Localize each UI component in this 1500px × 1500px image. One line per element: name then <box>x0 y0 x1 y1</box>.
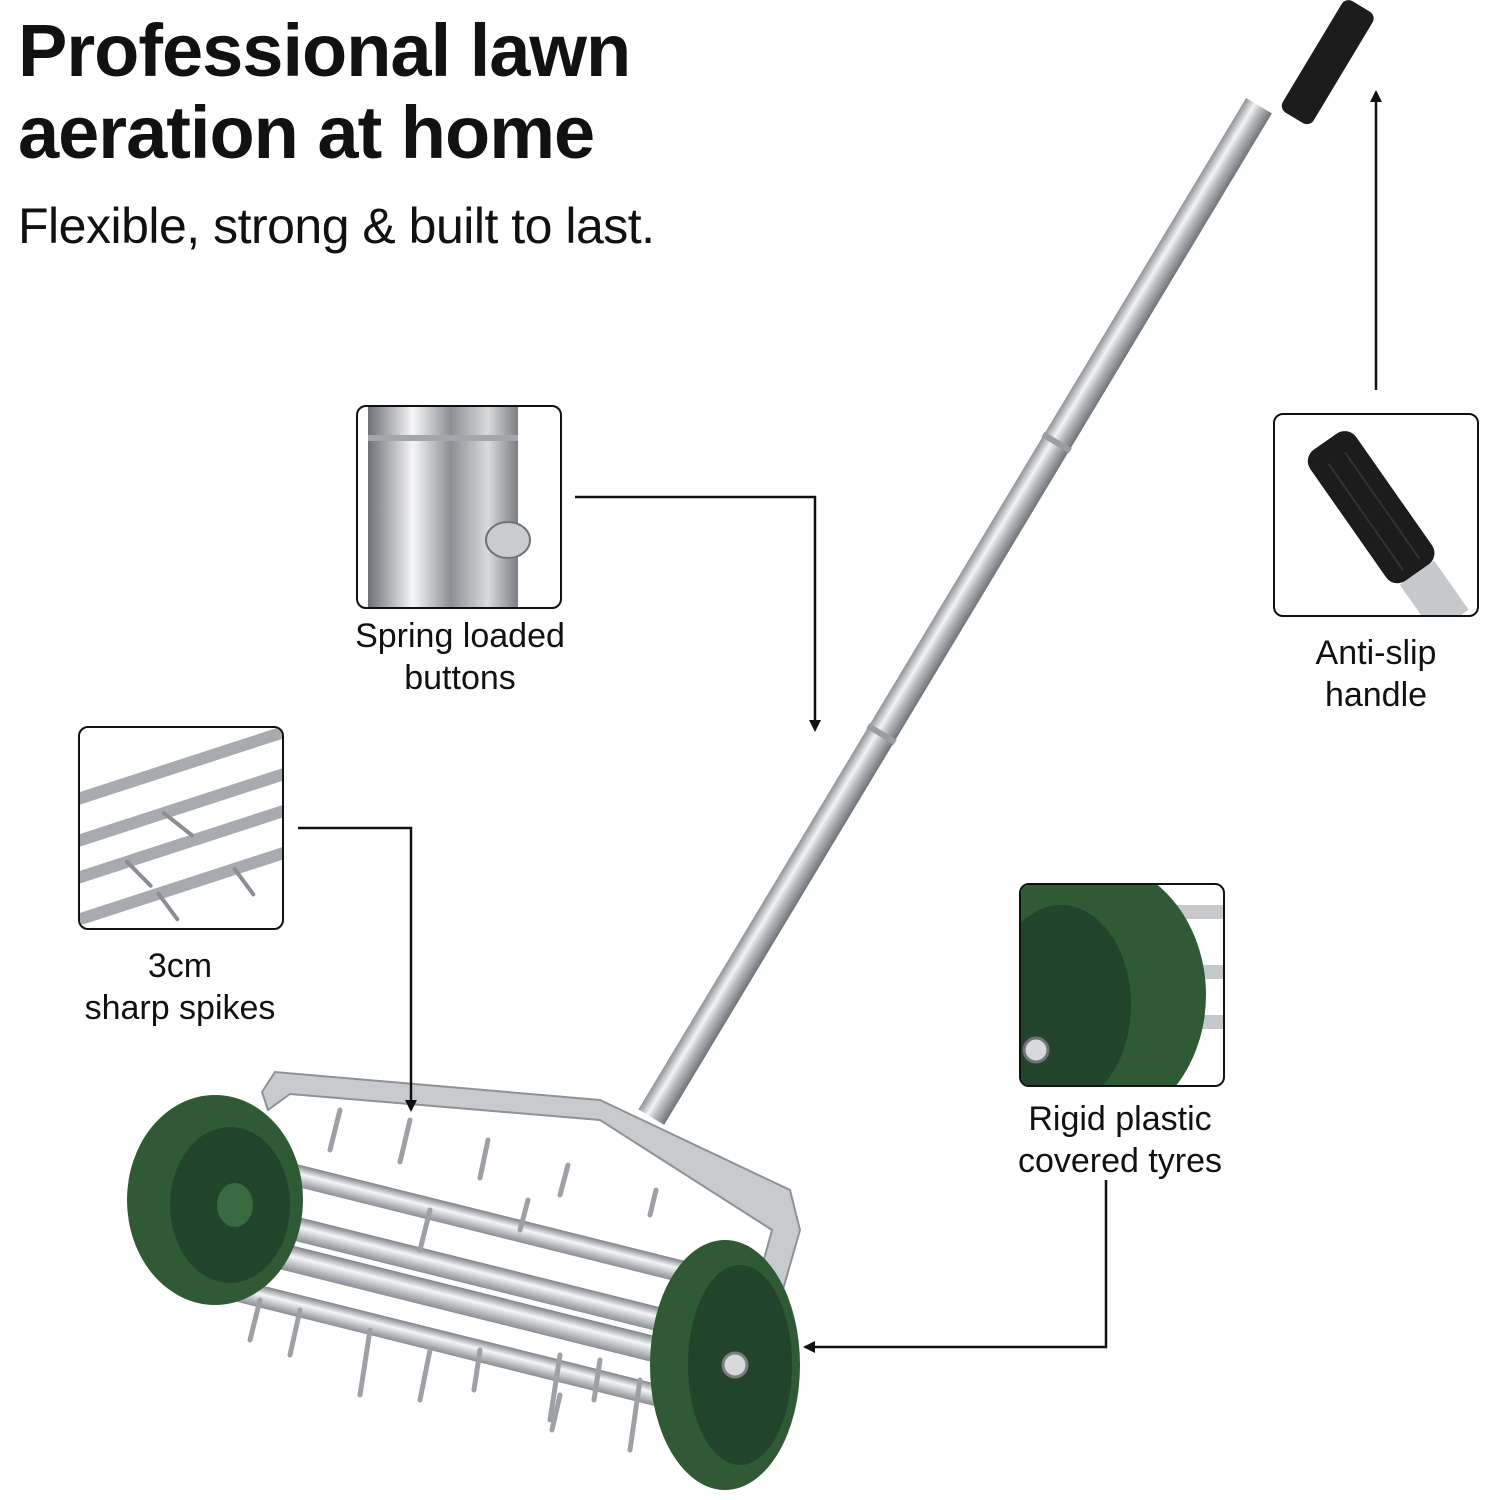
callout-label-plastic-tyres: Rigid plastic covered tyres <box>1017 1100 1223 1180</box>
headline-line-2: aeration at home <box>18 91 595 174</box>
arrow-spring-buttons <box>575 495 821 732</box>
callout-connectors <box>298 90 1382 1353</box>
telescopic-pole <box>638 97 1272 1125</box>
spike-rods <box>177 1142 732 1420</box>
handle-grip <box>1281 0 1374 125</box>
callout-label-spring-buttons: Spring loaded buttons <box>355 617 565 697</box>
spike-roller-detail-icon <box>80 728 282 925</box>
left-wheel <box>127 1095 303 1305</box>
right-wheel <box>650 1240 800 1490</box>
callout-image-anti-slip-handle <box>1273 413 1479 617</box>
callout-label-sharp-spikes: 3cm sharp spikes <box>84 947 276 1027</box>
spikes <box>247 1107 659 1453</box>
headline-line-1: Professional lawn <box>18 9 631 92</box>
callout-image-sharp-spikes <box>78 726 284 930</box>
arrow-spikes <box>298 826 417 1112</box>
callout-image-plastic-tyres <box>1019 883 1225 1087</box>
rubber-grip-detail-icon <box>1307 431 1469 615</box>
callout-image-spring-buttons <box>356 405 562 609</box>
callout-label-anti-slip-handle: Anti-slip handle <box>1315 634 1437 714</box>
subheadline: Flexible, strong & built to last. <box>18 198 655 254</box>
headline: Professional lawn aeration at home <box>18 9 631 174</box>
green-wheel-detail-icon <box>1021 885 1223 1085</box>
arrow-tyres <box>803 1180 1108 1353</box>
push-button-detail-icon <box>368 407 531 607</box>
